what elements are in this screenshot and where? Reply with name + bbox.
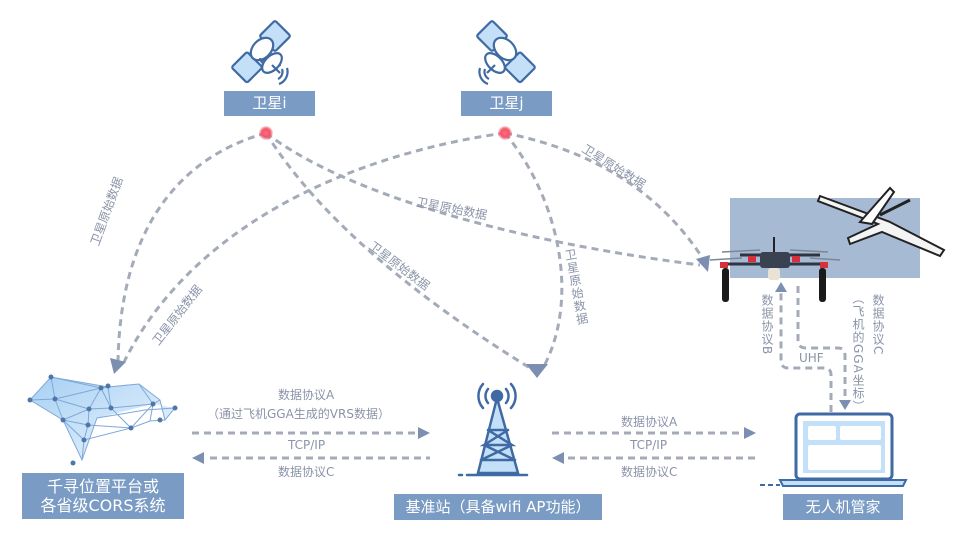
fixed-wing-drone-icon	[816, 186, 946, 258]
network-mesh-icon	[27, 374, 178, 466]
satellite-j-icon	[476, 20, 536, 86]
cors-label-line1: 千寻位置平台或	[46, 477, 159, 496]
cors-base-protocol-c: 数据协议C	[278, 465, 335, 479]
manager-drone-protocol-c: 数据协议C	[871, 294, 885, 356]
cors-base-tcpip: TCP/IP	[288, 438, 326, 452]
line-manager-to-drone-b	[779, 292, 833, 412]
arrow-head	[110, 358, 126, 374]
arrow-head	[192, 452, 204, 464]
satellite-i-label: 卫星i	[224, 91, 315, 116]
line-sat-i-to-drone	[265, 131, 701, 267]
arrow-head	[418, 427, 430, 439]
laptop-icon	[760, 412, 908, 487]
arrow-head	[775, 282, 787, 292]
line-uhf	[796, 286, 847, 398]
cors-base-protocol-a-note: （通过飞机GGA生成的VRS数据）	[207, 407, 390, 421]
drone-manager-label: 无人机管家	[783, 494, 903, 520]
base-manager-protocol-a: 数据协议A	[621, 415, 678, 429]
manager-drone-uhf: UHF	[799, 351, 824, 365]
line-sat-i-to-base	[264, 132, 531, 370]
cors-platform-label: 千寻位置平台或 各省级CORS系统	[22, 473, 184, 519]
cors-label-line2: 各省级CORS系统	[40, 496, 166, 515]
line-sat-j-to-cors	[122, 131, 506, 363]
line-sat-j-to-base	[503, 132, 564, 369]
arrow-head	[552, 452, 564, 464]
quadcopter-drone-icon	[709, 237, 841, 302]
base-manager-tcpip: TCP/IP	[630, 438, 668, 452]
line-sat-j-to-drone	[504, 131, 707, 263]
arrow-head	[744, 427, 756, 439]
arrow-head	[839, 400, 851, 410]
radio-tower-icon	[457, 382, 529, 477]
cors-base-protocol-a: 数据协议A	[278, 388, 335, 402]
satellite-j-dot	[498, 126, 512, 140]
base-station-label: 基准站（具备wifi AP功能）	[394, 494, 602, 520]
satellite-i-dot	[259, 126, 273, 140]
arrow-head	[526, 364, 548, 378]
satellite-j-label: 卫星j	[461, 91, 552, 116]
manager-drone-protocol-b: 数据协议B	[760, 294, 774, 356]
arrow-head	[696, 255, 710, 272]
satellite-i-icon	[231, 20, 291, 86]
manager-drone-gga-note: （飞机的GGA坐标）	[851, 292, 865, 413]
line-sat-i-to-cors	[116, 131, 267, 363]
base-manager-protocol-c: 数据协议C	[621, 465, 678, 479]
